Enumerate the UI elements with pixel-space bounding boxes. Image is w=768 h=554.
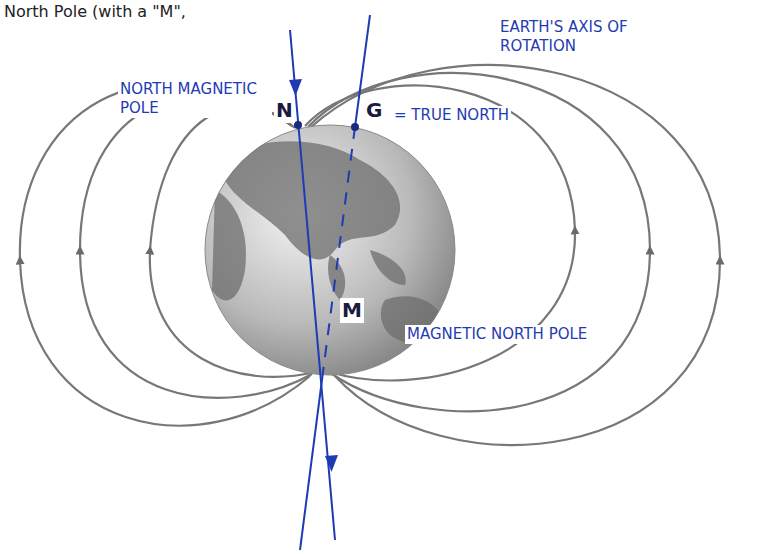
field-lines: [20, 65, 720, 445]
pole-letter: M: [340, 298, 364, 323]
pole-label: NORTH MAGNETIC POLE: [118, 80, 272, 118]
magnetic-axis: [289, 30, 338, 540]
pole-letter: N: [274, 98, 295, 123]
axis-label: EARTH'S AXIS OF ROTATION: [498, 18, 642, 56]
rotation-axis: [300, 15, 370, 550]
true-north-label: = TRUE NORTH: [392, 106, 511, 125]
pole-dot: [294, 121, 302, 129]
pole-letter: G: [364, 98, 384, 123]
pole-label: MAGNETIC NORTH POLE: [405, 325, 589, 344]
heading-note: North Pole (with a "M",: [2, 2, 188, 22]
pole-dot: [351, 123, 359, 131]
